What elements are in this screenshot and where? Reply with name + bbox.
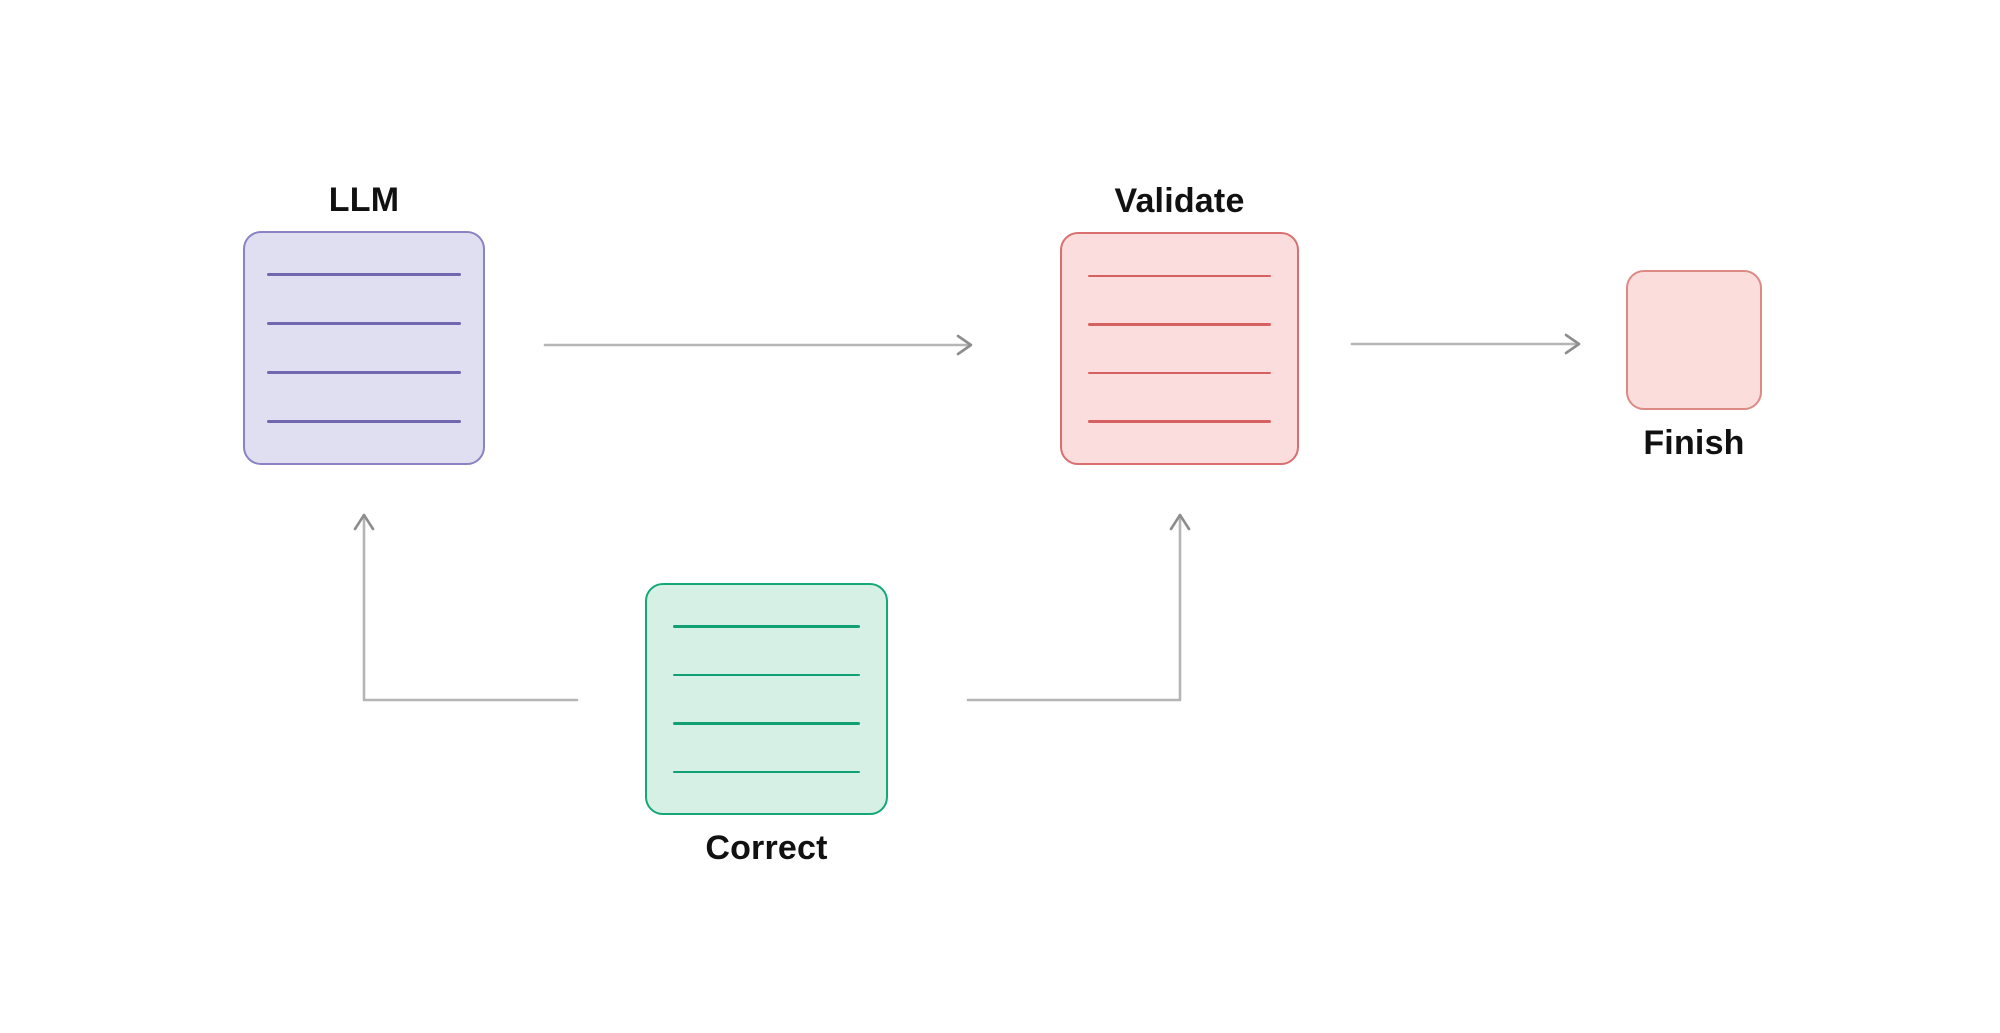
content-line	[1088, 371, 1271, 374]
node-correct-content-lines	[647, 625, 886, 773]
content-line	[673, 673, 860, 676]
node-correct[interactable]: Correct	[645, 583, 888, 865]
node-finish[interactable]: Finish	[1626, 270, 1762, 460]
content-line	[673, 722, 860, 725]
content-line	[673, 770, 860, 773]
edge-validate-to-finish	[1350, 333, 1581, 355]
edge-validate-to-correct	[966, 513, 1191, 702]
node-validate[interactable]: Validate	[1060, 184, 1299, 465]
node-llm[interactable]: LLM	[243, 183, 485, 465]
node-finish-label: Finish	[1643, 424, 1745, 462]
edge-llm-to-validate	[543, 334, 973, 356]
node-validate-content-lines	[1062, 274, 1297, 423]
content-line	[267, 371, 461, 374]
content-line	[267, 420, 461, 423]
content-line	[1088, 323, 1271, 326]
node-llm-label: LLM	[328, 181, 400, 219]
node-llm-content-lines	[245, 273, 483, 423]
content-line	[673, 625, 860, 628]
node-correct-label: Correct	[705, 829, 828, 867]
content-line	[1088, 274, 1271, 277]
content-line	[267, 273, 461, 276]
edge-correct-to-llm	[353, 513, 579, 702]
content-line	[1088, 420, 1271, 423]
content-line	[267, 322, 461, 325]
node-validate-label: Validate	[1114, 182, 1245, 220]
